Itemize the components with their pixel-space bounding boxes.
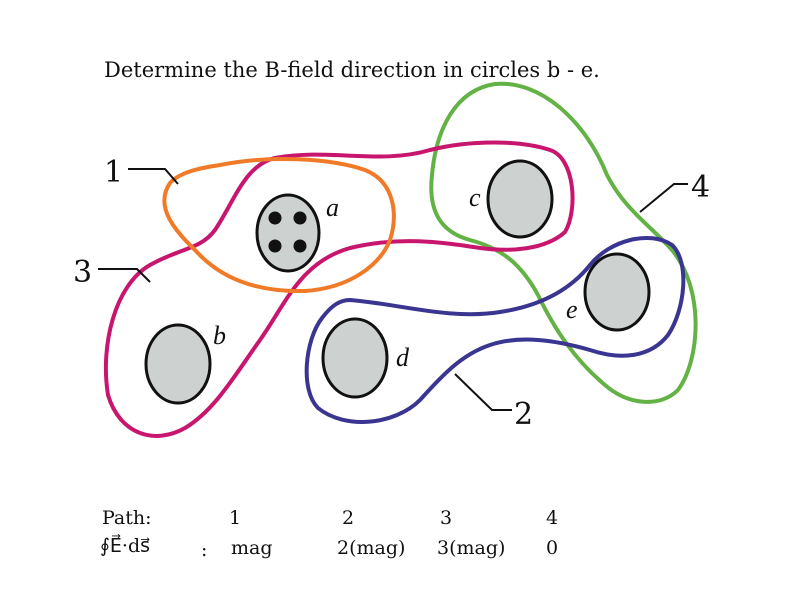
path-1-loop	[162, 157, 396, 294]
path-label-1: 1	[104, 155, 123, 190]
table-value: 2(mag)	[337, 537, 406, 559]
table-colon: :	[201, 539, 208, 561]
circle-label-c: c	[469, 183, 481, 212]
circle-a	[255, 193, 321, 273]
dot	[293, 239, 307, 253]
table-path-number: 3	[440, 507, 453, 529]
circle-b	[144, 323, 212, 405]
circle-c	[486, 159, 554, 239]
page-title: Determine the B-field direction in circl…	[104, 58, 600, 82]
path-label-2: 2	[514, 397, 533, 432]
circle-label-e: e	[566, 295, 578, 324]
circle-label-d: d	[396, 343, 410, 372]
circle-label-a: a	[326, 193, 339, 222]
table-value: 3(mag)	[437, 537, 506, 559]
path-2-loop	[304, 235, 686, 424]
table-path-number: 4	[546, 507, 559, 529]
table-path-number: 1	[229, 507, 242, 529]
table-value: mag	[231, 537, 273, 559]
table-row-label-integral: ∮E⃗·ds⃗	[100, 535, 151, 557]
dot	[268, 211, 282, 225]
path-3-loop	[103, 140, 575, 438]
table-value: 0	[546, 537, 559, 559]
path-label-3: 3	[73, 255, 92, 290]
dot	[268, 239, 282, 253]
table-path-number: 2	[342, 507, 355, 529]
leader-line-4	[639, 183, 688, 213]
table-row-label-path: Path:	[102, 507, 152, 529]
leader-line-1	[128, 168, 179, 185]
path-4-loop	[429, 81, 698, 404]
dot	[293, 211, 307, 225]
leader-line-3	[98, 268, 151, 283]
circle-label-b: b	[213, 321, 226, 350]
circle-d	[321, 317, 389, 399]
leader-line-2	[454, 373, 512, 411]
circle-e	[583, 252, 651, 332]
path-label-4: 4	[691, 170, 710, 205]
